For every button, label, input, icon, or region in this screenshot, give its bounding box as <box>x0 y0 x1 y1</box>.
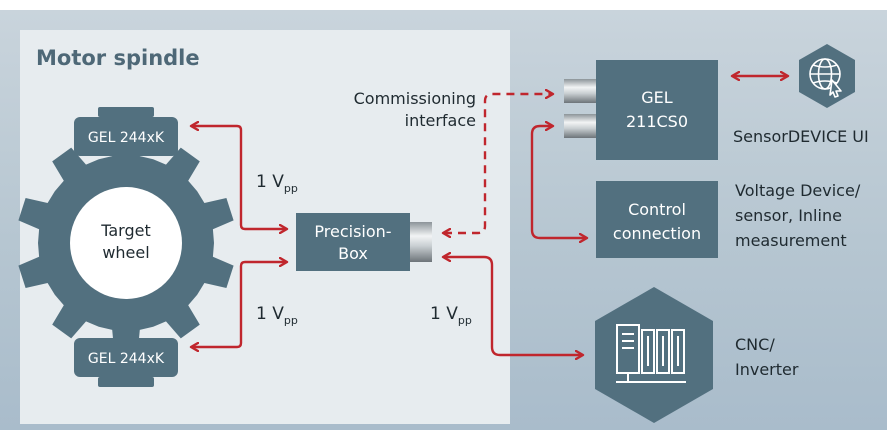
control-label-line2: connection <box>613 224 701 243</box>
precision-box <box>296 213 432 271</box>
arrow-bottom-sensor-to-box <box>192 262 286 347</box>
target-wheel-label-line1: Target <box>100 221 151 240</box>
target-wheel-label-line2: wheel <box>102 243 149 262</box>
cnc-inverter-node <box>595 287 713 423</box>
commissioning-label-line2: interface <box>405 111 476 130</box>
sensordevice-ui-node <box>799 44 855 108</box>
signal-label-top-left: 1 Vpp <box>256 172 298 195</box>
globe-cursor-icon <box>809 58 842 98</box>
motor-spindle-title: Motor spindle <box>36 46 200 70</box>
sensor-top <box>74 107 178 156</box>
voltage-device-line1: Voltage Device/ <box>735 181 861 200</box>
arrow-top-sensor-to-box <box>192 126 286 229</box>
gear-icon <box>18 133 234 353</box>
sensor-bottom-label: GEL 244xK <box>88 351 165 367</box>
cnc-label-line2: Inverter <box>735 360 799 379</box>
arrow-box-to-cnc <box>444 257 582 355</box>
gel-211-label-line1: GEL <box>641 88 673 107</box>
gel-211-box <box>564 60 718 160</box>
signal-label-bottom-mid: 1 Vpp <box>430 304 472 327</box>
server-rack-icon <box>616 324 686 383</box>
sensordevice-ui-label: SensorDEVICE UI <box>733 127 869 146</box>
control-connection-box <box>596 181 718 258</box>
sensor-top-label: GEL 244xK <box>88 130 165 146</box>
signal-label-bottom-left: 1 Vpp <box>256 304 298 327</box>
precision-box-label-line1: Precision- <box>314 222 391 241</box>
voltage-device-line3: measurement <box>735 231 847 250</box>
gel-211-label-line2: 211CS0 <box>626 112 688 131</box>
voltage-device-line2: sensor, Inline <box>735 206 842 225</box>
control-label-line1: Control <box>628 200 686 219</box>
precision-box-label-line2: Box <box>338 244 368 263</box>
cnc-label-line1: CNC/ <box>735 335 775 354</box>
sensor-bottom <box>74 338 178 387</box>
commissioning-label-line1: Commissioning <box>354 89 476 108</box>
arrow-gel211-to-control <box>530 126 586 238</box>
